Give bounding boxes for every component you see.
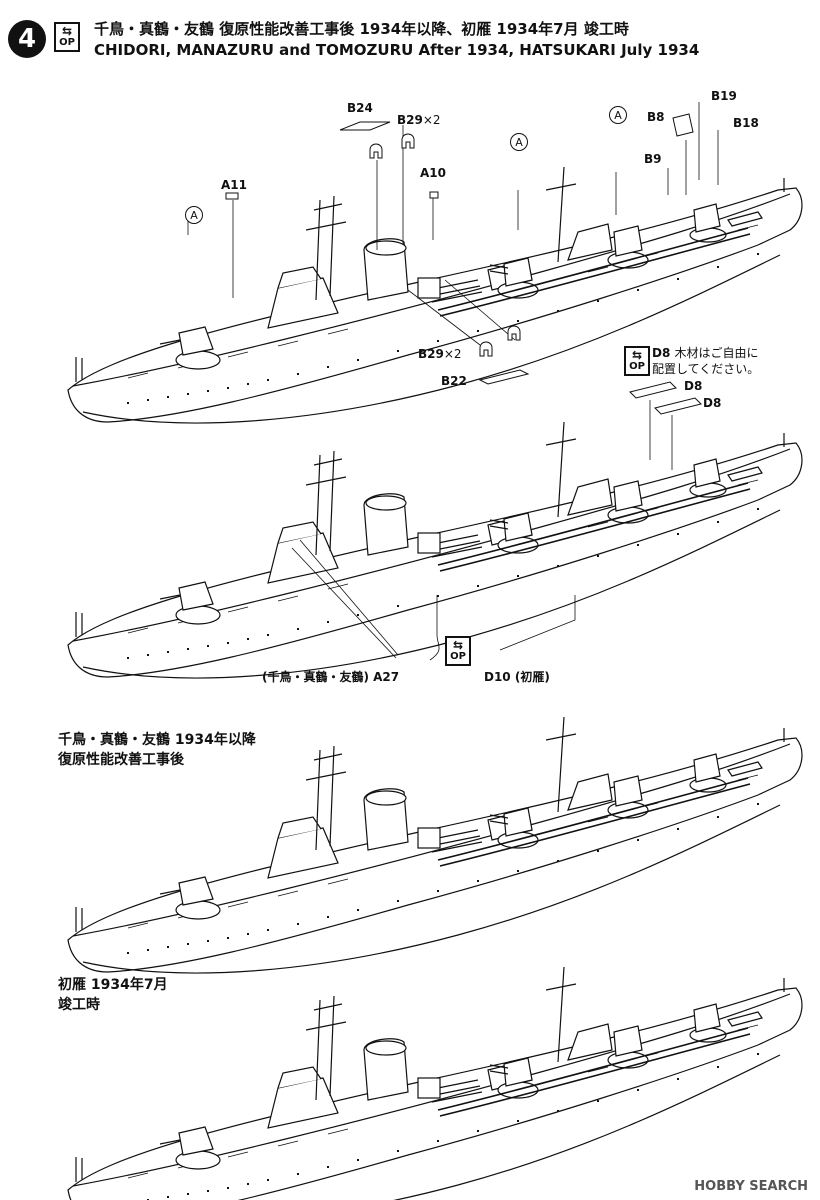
op-label: OP xyxy=(59,37,75,48)
section-chidori-line2: 復原性能改善工事後 xyxy=(58,752,184,768)
section-chidori-line1: 千鳥・真鶴・友鶴 1934年以降 xyxy=(58,732,256,748)
step-title-en: CHIDORI, MANAZURU and TOMOZURU After 193… xyxy=(94,41,700,59)
d8-note-part: D8 xyxy=(652,346,671,360)
part-label-a11: A11 xyxy=(221,178,247,192)
d8-note-text-1: 木材はご自由に xyxy=(674,346,759,360)
part-label-b24: B24 xyxy=(347,101,373,115)
d8-note: D8 木材はご自由に 配置してください。 xyxy=(652,345,759,377)
part-label-d10: D10 (初雁) xyxy=(484,670,550,684)
op-label-d10: OP xyxy=(450,651,466,662)
circle-a-icon: A xyxy=(185,206,203,224)
arrow-in-icon: ⇆ xyxy=(631,348,643,362)
part-label-a10: A10 xyxy=(420,166,446,180)
arrow-in-icon: ⇆ xyxy=(61,24,73,38)
section-hatsukari-line2: 竣工時 xyxy=(58,997,100,1013)
step-title-jp: 千鳥・真鶴・友鶴 復原性能改善工事後 1934年以降、初雁 1934年7月 竣工… xyxy=(94,20,629,38)
watermark: HOBBY SEARCH xyxy=(694,1179,808,1194)
section-label-hatsukari: 初雁 1934年7月 竣工時 xyxy=(58,975,168,1015)
op-icon: ⇆ OP xyxy=(54,22,80,52)
part-label-b29-top: B29×2 xyxy=(397,113,441,127)
ship-view-2 xyxy=(67,421,803,680)
part-label-d8a: D8 xyxy=(684,379,703,393)
ship-view-4 xyxy=(67,966,803,1200)
step-number-badge: 4 xyxy=(8,20,46,58)
section-label-chidori: 千鳥・真鶴・友鶴 1934年以降 復原性能改善工事後 xyxy=(58,730,256,770)
part-label-b29-top-qty: ×2 xyxy=(422,113,441,127)
part-label-b8: B8 xyxy=(647,110,665,124)
d8-note-text-2: 配置してください。 xyxy=(652,362,760,376)
circle-a-icon: A xyxy=(510,133,528,151)
op-label-note: OP xyxy=(629,361,645,372)
op-icon-note: ⇆ OP xyxy=(624,346,650,376)
part-label-a27: (千鳥・真鶴・友鶴) A27 xyxy=(262,670,400,684)
part-label-b29-bottom: B29×2 xyxy=(418,347,462,361)
part-label-b29-bottom-code: B29 xyxy=(418,347,444,361)
part-label-d8b: D8 xyxy=(703,396,722,410)
circle-a-icon: A xyxy=(609,106,627,124)
part-label-b29-top-code: B29 xyxy=(397,113,423,127)
part-label-b9: B9 xyxy=(644,152,662,166)
part-label-b29-bottom-qty: ×2 xyxy=(443,347,462,361)
op-icon-d10: ⇆ OP xyxy=(445,636,471,666)
section-hatsukari-line1: 初雁 1934年7月 xyxy=(58,977,168,993)
part-label-b19: B19 xyxy=(711,89,737,103)
arrow-in-icon: ⇆ xyxy=(452,638,464,652)
part-label-b18: B18 xyxy=(733,116,759,130)
part-label-b22: B22 xyxy=(441,374,467,388)
